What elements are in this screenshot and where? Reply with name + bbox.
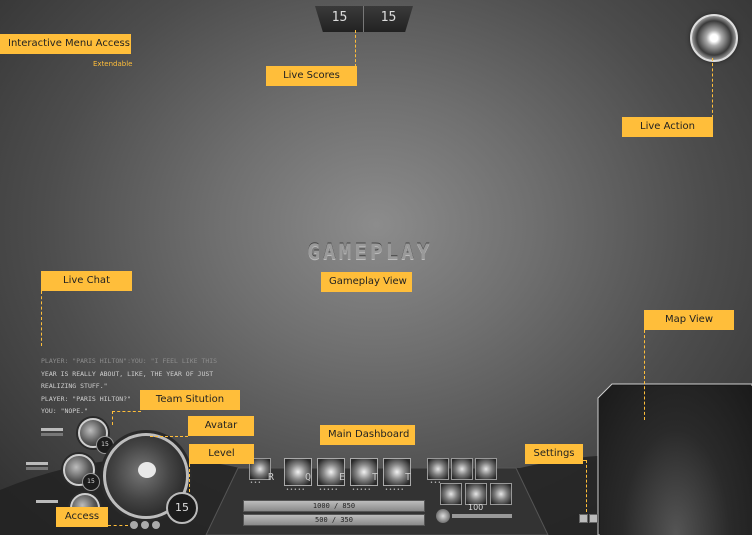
live-scores-label: Live Scores [266, 66, 357, 86]
teammate-mana-bar [41, 433, 63, 436]
team-situation-leader-v [112, 411, 113, 425]
score-divider [363, 6, 364, 32]
skill-key: R [268, 472, 275, 483]
settings-option-icon[interactable] [589, 514, 598, 523]
access-label: Access [56, 507, 108, 527]
teammate-health-bar [26, 462, 48, 465]
skill-dots: ••••• [352, 487, 372, 493]
avatar-label: Avatar [188, 416, 254, 436]
live-chat-label: Live Chat [41, 271, 132, 291]
item-slot-icon[interactable] [465, 483, 487, 505]
live-chat-leader [41, 291, 42, 346]
live-scores: 15 15 [315, 6, 413, 32]
item-slot-icon[interactable] [490, 483, 512, 505]
map-view-leader [644, 330, 645, 420]
settings-gear-icon[interactable] [579, 514, 588, 523]
item-slot-icon[interactable] [451, 458, 473, 480]
settings-label: Settings [525, 444, 583, 464]
passive-skill-icon[interactable] [249, 458, 271, 480]
vortex-skill-icon[interactable] [383, 458, 411, 486]
chat-line: realizing stuff." [41, 382, 108, 390]
access-leader [108, 525, 128, 526]
live-action-label: Live Action [622, 117, 713, 137]
item-slot-icon[interactable] [427, 458, 449, 480]
volume-slider[interactable] [452, 514, 512, 518]
item-dots: ••• [430, 480, 442, 486]
mana-bar: 500 / 350 [243, 514, 425, 526]
volume-knob-icon[interactable] [436, 509, 450, 523]
team-situation-label: Team Sitution [140, 390, 240, 410]
access-home-icon[interactable] [141, 521, 149, 529]
burst-skill-icon[interactable] [350, 458, 378, 486]
skill-key: T [405, 472, 412, 483]
skill-key: T [372, 472, 379, 483]
gameplay-view-label: Gameplay View [321, 272, 412, 292]
skill-key: Q [305, 472, 312, 483]
access-menu-icon[interactable] [152, 521, 160, 529]
skill-dots: ••• [250, 480, 262, 486]
item-slot-icon[interactable] [440, 483, 462, 505]
slash-skill-icon[interactable] [317, 458, 345, 486]
skill-key: E [339, 472, 346, 483]
team-b-score: 15 [380, 10, 397, 25]
live-action-leader [712, 58, 713, 118]
settings-leader-h [567, 460, 586, 461]
chat-line: year is really about, like, the year of … [41, 369, 214, 378]
teammate-mana-bar [26, 467, 48, 470]
settings-leader [586, 460, 587, 512]
skill-dots: ••••• [319, 487, 339, 493]
skill-dots: ••••• [385, 487, 405, 493]
team-situation-leader [112, 411, 141, 412]
extendable-note: Extendable [93, 60, 133, 68]
team-a-score: 15 [331, 10, 348, 25]
access-back-icon[interactable] [130, 521, 138, 529]
teammate-health-bar [36, 500, 58, 503]
map-view[interactable] [600, 386, 752, 535]
map-view-label: Map View [644, 310, 734, 330]
menu-access-label: Interactive Menu Access [0, 34, 131, 54]
level-label: Level [189, 444, 254, 464]
teammate-level: 15 [82, 473, 100, 491]
health-bar: 1000 / 850 [243, 500, 425, 512]
volume-value: 100 [468, 503, 484, 512]
teammate-health-bar [41, 428, 63, 431]
live-action-orb[interactable] [690, 14, 738, 62]
chat-log: Player: "Paris Hilton":You: "I feel like… [41, 355, 231, 418]
fire-skill-icon[interactable] [284, 458, 312, 486]
item-slot-icon[interactable] [475, 458, 497, 480]
teammate-level: 15 [96, 436, 114, 454]
pumpkin-icon [138, 462, 156, 478]
level-badge: 15 [166, 492, 198, 524]
chat-line: Player: "Paris Hilton?" [41, 394, 132, 403]
level-number: 15 [175, 501, 189, 514]
score-panel [315, 6, 413, 32]
avatar-leader [150, 436, 188, 437]
live-scores-leader [355, 30, 356, 67]
skill-dots: ••••• [286, 487, 306, 493]
main-dashboard-label: Main Dashboard [320, 425, 415, 445]
gameplay-title: GAMEPLAY [307, 240, 433, 264]
level-leader [189, 464, 190, 492]
chat-line: Player: "Paris Hilton":You: "I feel like… [41, 357, 218, 365]
chat-line: You: "Nope." [41, 407, 88, 415]
